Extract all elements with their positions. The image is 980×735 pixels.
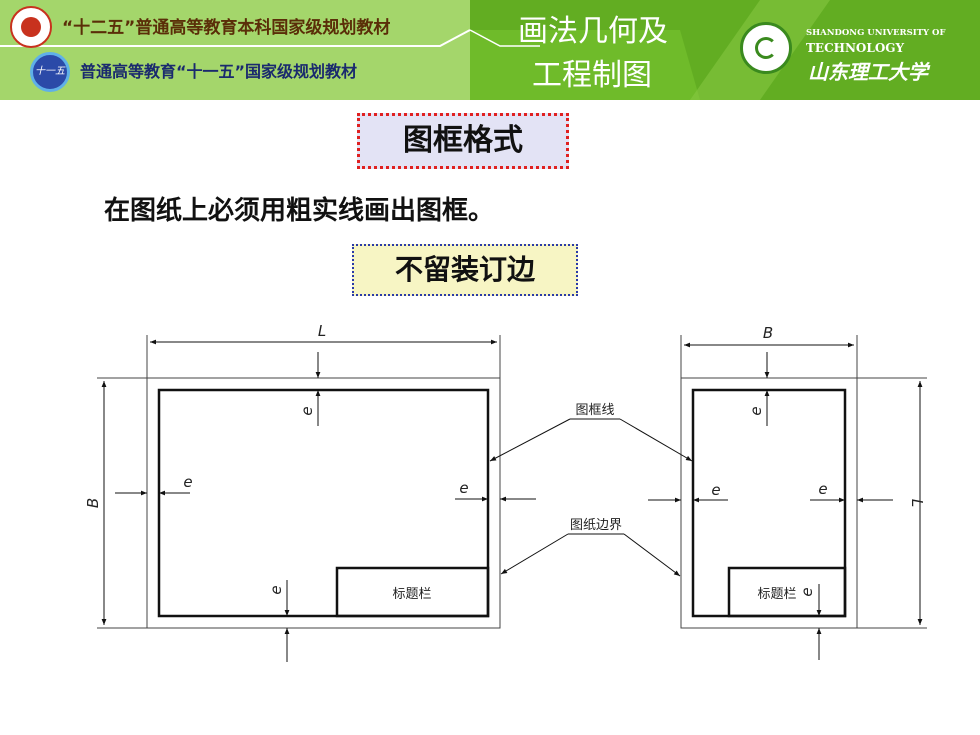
right-title-block (727, 566, 847, 618)
subheading-tag: 不留装订边 (352, 244, 578, 296)
right-paper-border (680, 377, 858, 629)
banner-background (0, 0, 980, 100)
left-title-block-label: 标题栏 (392, 587, 431, 602)
logo-badge-text: 十一五 (35, 66, 65, 77)
logo-eleventh-five-icon: 十一五 (30, 52, 70, 92)
university-name-cn: 山东理工大学 (808, 60, 928, 84)
university-logo-icon (740, 22, 792, 74)
left-left-margin-label: e (183, 473, 192, 491)
callout-paper-border: 图纸边界 (500, 518, 681, 577)
right-bottom-margin-label: e (798, 587, 816, 596)
left-title-block (335, 566, 490, 618)
section-heading: 图框格式 (357, 113, 569, 169)
left-bottom-margin-label: e (267, 585, 285, 594)
right-left-margin-label: e (711, 481, 720, 499)
left-height-dim-label: B (84, 498, 102, 508)
drawing-frame-diagram: 标题栏 L B e e e e 标题栏 B L (84, 322, 927, 662)
course-title-1: 画法几何及 (518, 14, 668, 49)
course-title-2: 工程制图 (532, 58, 652, 93)
right-sheet: 标题栏 B L e e e e (648, 324, 927, 660)
right-right-margin-label: e (818, 480, 827, 498)
right-top-margin-label: e (747, 406, 765, 415)
callout-frame-label: 图框线 (575, 403, 614, 418)
university-name-en-2: TECHNOLOGY (806, 41, 905, 55)
university-name-en-1: SHANDONG UNIVERSITY OF (806, 28, 946, 38)
left-frame-line (157, 388, 490, 618)
banner-line-2: 普通高等教育“十一五”国家级规划教材 (80, 62, 358, 81)
right-width-dim-label: B (763, 324, 773, 342)
callout-border-label: 图纸边界 (570, 518, 622, 533)
right-title-block-label: 标题栏 (757, 587, 796, 602)
logo-seal-icon (10, 6, 52, 48)
left-top-margin-label: e (298, 406, 316, 415)
left-paper-border (146, 377, 501, 629)
left-sheet: 标题栏 L B e e e e (84, 322, 536, 662)
body-paragraph: 在图纸上必须用粗实线画出图框。 (104, 196, 495, 226)
right-height-dim-label: L (908, 499, 926, 507)
header-banner: 十一五 “十二五”普通高等教育本科国家级规划教材 普通高等教育“十一五”国家级规… (0, 0, 980, 100)
callout-frame-line: 图框线 (489, 403, 693, 462)
left-width-dim-label: L (318, 322, 326, 340)
left-right-margin-label: e (459, 479, 468, 497)
right-frame-line (691, 388, 847, 618)
banner-line-1: “十二五”普通高等教育本科国家级规划教材 (62, 18, 391, 38)
